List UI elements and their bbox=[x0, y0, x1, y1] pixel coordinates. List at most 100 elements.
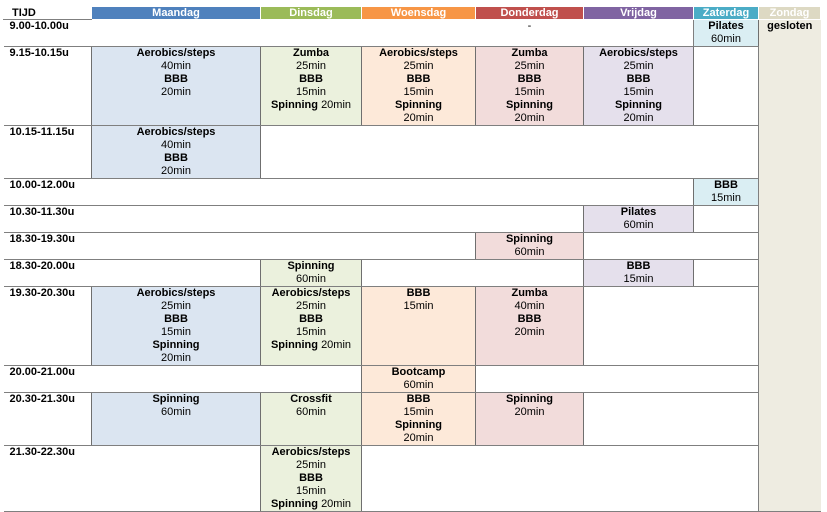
class-name: Spinning bbox=[394, 419, 443, 431]
time-label: 10.30-11.30u bbox=[3, 205, 92, 233]
class-duration: 60min bbox=[514, 246, 545, 258]
class-duration: 15min bbox=[403, 406, 434, 418]
class-duration: 20min bbox=[403, 432, 434, 444]
empty-cell bbox=[693, 286, 759, 366]
time-label: 18.30-20.00u bbox=[3, 259, 92, 287]
class-duration: 20min bbox=[403, 112, 434, 124]
class-duration: 15min bbox=[711, 192, 741, 204]
class-name: Spinning bbox=[270, 339, 318, 351]
class-name: BBB bbox=[299, 472, 323, 484]
header-donderdag: Donderdag bbox=[475, 6, 584, 20]
time-label: 19.30-20.30u bbox=[3, 286, 92, 366]
class-duration: 15min bbox=[623, 273, 654, 285]
class-duration: 15min bbox=[296, 86, 326, 98]
class-name: Crossfit bbox=[290, 393, 332, 406]
class-duration: 60min bbox=[296, 406, 326, 418]
class-name: Spinning bbox=[505, 233, 554, 246]
class-name: BBB bbox=[406, 73, 431, 85]
class-name: Spinning bbox=[270, 99, 318, 111]
empty-cell bbox=[260, 125, 694, 179]
time-label: 9.15-10.15u bbox=[3, 46, 92, 126]
class-name: BBB bbox=[626, 260, 651, 273]
class-name: Spinning bbox=[505, 393, 554, 406]
class-name: Zumba bbox=[511, 287, 548, 300]
class-duration: 25min bbox=[161, 300, 191, 312]
header-zaterdag: Zaterdag bbox=[693, 6, 759, 20]
class-duration: 15min bbox=[161, 326, 191, 338]
class-duration: 20min bbox=[321, 339, 352, 351]
class-name: BBB bbox=[626, 73, 651, 85]
class-name: Spinning bbox=[270, 498, 318, 510]
class-duration: 20min bbox=[514, 406, 545, 418]
class-name: Aerobics/steps bbox=[271, 446, 351, 459]
empty-cell bbox=[583, 19, 694, 47]
class-duration: 60min bbox=[403, 379, 434, 391]
class-duration: 15min bbox=[623, 86, 654, 98]
class-duration: 40min bbox=[161, 139, 191, 151]
time-label: 21.30-22.30u bbox=[3, 445, 92, 512]
class-duration: 25min bbox=[296, 60, 326, 72]
empty-cell bbox=[91, 259, 261, 287]
class-duration: 20min bbox=[514, 112, 545, 124]
class-name: BBB bbox=[406, 393, 431, 406]
empty-cell bbox=[91, 205, 584, 233]
class-name: Pilates bbox=[708, 20, 744, 33]
class-duration: 20min bbox=[161, 165, 191, 177]
empty-cell bbox=[91, 178, 694, 206]
class-name: BBB bbox=[714, 179, 738, 192]
class-name: Spinning bbox=[152, 339, 200, 351]
class-name: Spinning bbox=[614, 99, 663, 111]
class-name: Spinning bbox=[287, 260, 335, 273]
empty-cell bbox=[693, 46, 759, 126]
empty-cell bbox=[693, 125, 759, 179]
class-duration: 15min bbox=[296, 485, 326, 497]
class-name: Aerobics/steps bbox=[136, 47, 216, 60]
donderdag-dash: - bbox=[475, 19, 584, 47]
empty-cell bbox=[583, 392, 694, 446]
empty-cell bbox=[693, 445, 759, 512]
class-name: Aerobics/steps bbox=[379, 47, 458, 60]
class-name: Bootcamp bbox=[391, 366, 446, 379]
class-duration: 25min bbox=[403, 60, 434, 72]
empty-cell bbox=[693, 205, 759, 233]
class-name: Pilates bbox=[620, 206, 657, 219]
time-label: 20.30-21.30u bbox=[3, 392, 92, 446]
empty-cell bbox=[583, 232, 694, 260]
header-row: TIJD Maandag Dinsdag Woensdag Donderdag … bbox=[3, 6, 821, 20]
empty-cell bbox=[361, 259, 584, 287]
class-duration: 15min bbox=[514, 86, 545, 98]
class-duration: 25min bbox=[296, 459, 326, 471]
class-name: Aerobics/steps bbox=[271, 287, 351, 300]
class-name: Aerobics/steps bbox=[136, 287, 216, 300]
empty-cell bbox=[693, 232, 759, 260]
time-label: 20.00-21.00u bbox=[3, 365, 92, 393]
